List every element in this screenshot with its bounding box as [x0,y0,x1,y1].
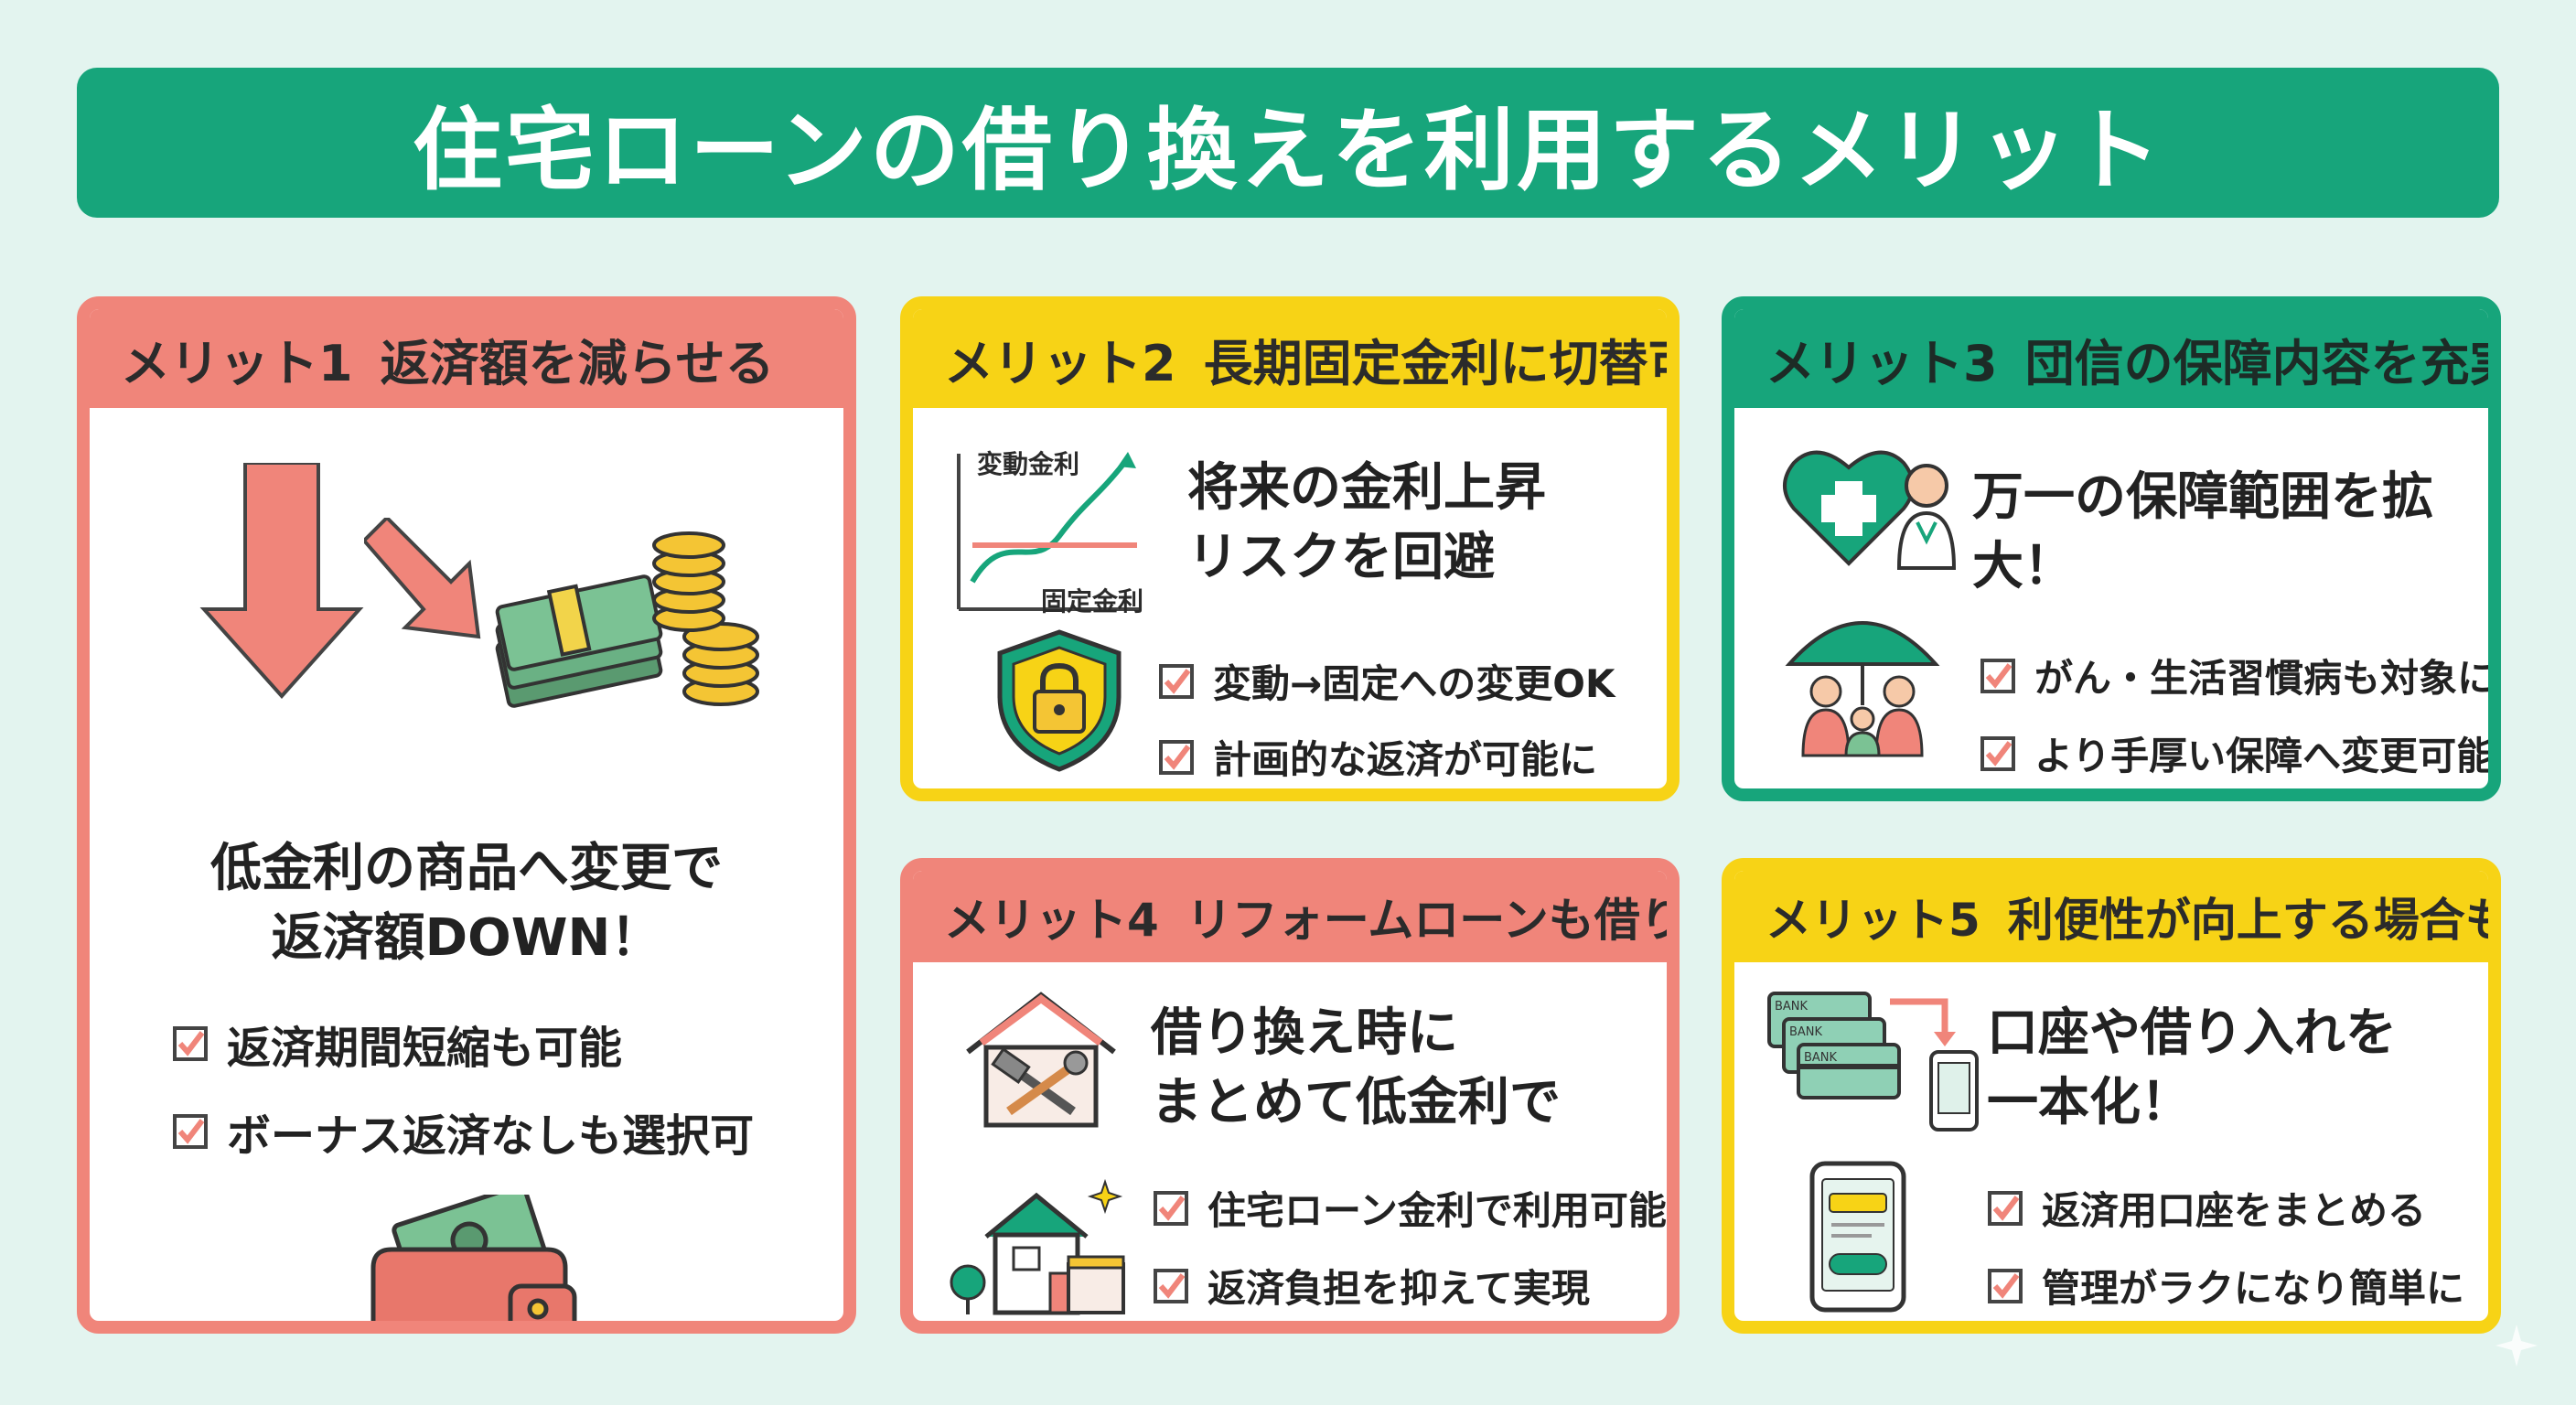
merit-5-heading: 利便性が向上する場合も [2007,894,2501,947]
bank-label-2: BANK [1789,1025,1823,1039]
merit-1-check-1-text: 返済期間短縮も可能 [227,1023,623,1074]
merit-1-main-text: 低金利の商品へ変更で 返済額DOWN！ [90,834,843,972]
merit-1-main-line2: 返済額DOWN！ [271,907,662,968]
title-banner: 住宅ローンの借り換えを利用するメリット [77,68,2499,218]
merit-2-main-line2: リスクを回避 [1187,527,1495,587]
merit-5-checklist: 返済用口座をまとめる 管理がラクになり簡単に [1987,1180,2464,1314]
house-tools-icon [966,992,1116,1128]
merit-5-check-2: 管理がラクになり簡単に [1987,1258,2464,1314]
merit-4-check-2-text: 返済負担を抑えて実現 [1208,1266,1590,1311]
diagonal-arrow-icon [364,518,481,639]
checkbox-icon [1980,735,2015,771]
merit-1-check-2-text: ボーナス返済なしも選択可 [227,1110,755,1162]
merit-3-main-text: 万一の保障範囲を拡大！ [1972,467,2433,596]
merit-5-check-1: 返済用口座をまとめる [1987,1180,2464,1236]
merit-3-checklist: がん・生活習慣病も対象に より手厚い保障へ変更可能 [1980,648,2496,781]
bank-cards-phone-icon: BANK BANK BANK [1767,992,1979,1132]
merit-4-check-2: 返済負担を抑えて実現 [1153,1258,1667,1314]
merit-3-check-1-text: がん・生活習慣病も対象に [2034,656,2496,701]
down-arrow-icon [199,463,364,699]
merit-4-main-line1: 借り換え時に [1151,1003,1458,1063]
merit-5-check-2-text: 管理がラクになり簡単に [2042,1266,2465,1311]
merit-3-check-2: より手厚い保障へ変更可能 [1980,725,2496,781]
merit-2-heading: 長期固定金利に切替可能 [1203,334,1667,392]
merit-4-main-line2: まとめて低金利で [1151,1072,1561,1132]
merit-5-header: メリット5 利便性が向上する場合も [1734,871,2488,962]
shield-lock-icon [997,629,1122,772]
merit-card-5: メリット5 利便性が向上する場合も BANK BANK BANK 口座や借り入れ… [1722,858,2501,1334]
merit-5-main-text: 口座や借り入れを 一本化！ [1987,999,2397,1137]
bank-label-1: BANK [1775,1000,1809,1014]
merit-4-checklist: 住宅ローン金利で利用可能 返済負担を抑えて実現 [1153,1180,1667,1314]
merit-2-main-text: 将来の金利上昇 リスクを回避 [1187,454,1546,592]
merit-1-heading: 返済額を減らせる [380,334,775,392]
merit-4-main-text: 借り換え時に まとめて低金利で [1151,999,1561,1137]
merit-4-check-1-text: 住宅ローン金利で利用可能 [1208,1188,1667,1233]
checkbox-icon [1154,1190,1188,1226]
renovated-house-icon [950,1178,1125,1315]
merit-1-check-2: ボーナス返済なしも選択可 [172,1099,754,1164]
merit-card-2: メリット2 長期固定金利に切替可能 変動金利 固定金利 将来の金利上昇 リスクを… [900,296,1680,801]
merit-2-number: メリット2 [944,334,1176,392]
sparkle-icon [2496,1325,2538,1367]
merit-5-main-line2: 一本化！ [1987,1072,2192,1132]
merit-card-1: メリット1 返済額を減らせる [77,296,856,1334]
bank-label-3: BANK [1804,1051,1838,1065]
smartphone-app-icon [1809,1161,1906,1313]
merit-4-heading: リフォームローンも借りられる [1186,894,1667,947]
merit-2-check-2-text: 計画的な返済が可能に [1213,737,1598,782]
merit-5-main-line1: 口座や借り入れを [1987,1003,2397,1063]
merit-5-check-1-text: 返済用口座をまとめる [2042,1188,2427,1233]
fixed-rate-label: 固定金利 [1041,586,1144,617]
merit-5-number: メリット5 [1766,894,1980,947]
checkbox-icon [173,1114,208,1149]
checkbox-icon [1159,739,1194,775]
merit-1-check-1: 返済期間短縮も可能 [172,1012,754,1076]
merit-2-header: メリット2 長期固定金利に切替可能 [913,309,1667,408]
merit-3-header: メリット3 団信の保障内容を充実 [1734,309,2488,408]
wallet-icon [370,1195,577,1321]
merit-2-check-1: 変動→固定への変更OK [1158,653,1615,709]
page-title: 住宅ローンの借り換えを利用するメリット [412,99,2164,203]
merit-2-check-1-text: 変動→固定への変更OK [1213,661,1615,706]
checkbox-icon [1988,1268,2023,1303]
merit-3-check-2-text: より手厚い保障へ変更可能 [2034,734,2496,778]
merit-4-number: メリット4 [944,894,1159,947]
merit-card-4: メリット4 リフォームローンも借りられる 借り換え時に まとめて低金利で [900,858,1680,1334]
merit-1-header: メリット1 返済額を減らせる [90,309,843,408]
merit-4-header: メリット4 リフォームローンも借りられる [913,871,1667,962]
merit-1-number: メリット1 [121,334,353,392]
checkbox-icon [1980,658,2015,693]
heart-doctor-icon [1783,450,1957,570]
merit-2-main-line1: 将来の金利上昇 [1187,458,1546,518]
umbrella-family-icon [1785,621,1940,757]
money-coins-icon [495,531,759,708]
merit-1-main-line1: 低金利の商品へ変更で [210,839,723,898]
merit-3-heading: 団信の保障内容を充実 [2024,334,2501,392]
checkbox-icon [173,1026,208,1061]
merit-2-checklist: 変動→固定への変更OK 計画的な返済が可能に [1158,653,1615,785]
merit-4-check-1: 住宅ローン金利で利用可能 [1153,1180,1667,1236]
rate-chart-icon [957,452,1142,611]
merit-3-number: メリット3 [1766,334,1998,392]
merit-1-checklist: 返済期間短縮も可能 ボーナス返済なしも選択可 [172,1012,754,1164]
variable-rate-label: 変動金利 [977,449,1080,479]
merit-2-check-2: 計画的な返済が可能に [1158,729,1615,785]
checkbox-icon [1159,663,1194,699]
checkbox-icon [1154,1268,1188,1303]
merit-3-check-1: がん・生活習慣病も対象に [1980,648,2496,703]
merit-card-3: メリット3 団信の保障内容を充実 万一の保障範囲を拡大！ [1722,296,2501,801]
checkbox-icon [1988,1190,2023,1226]
